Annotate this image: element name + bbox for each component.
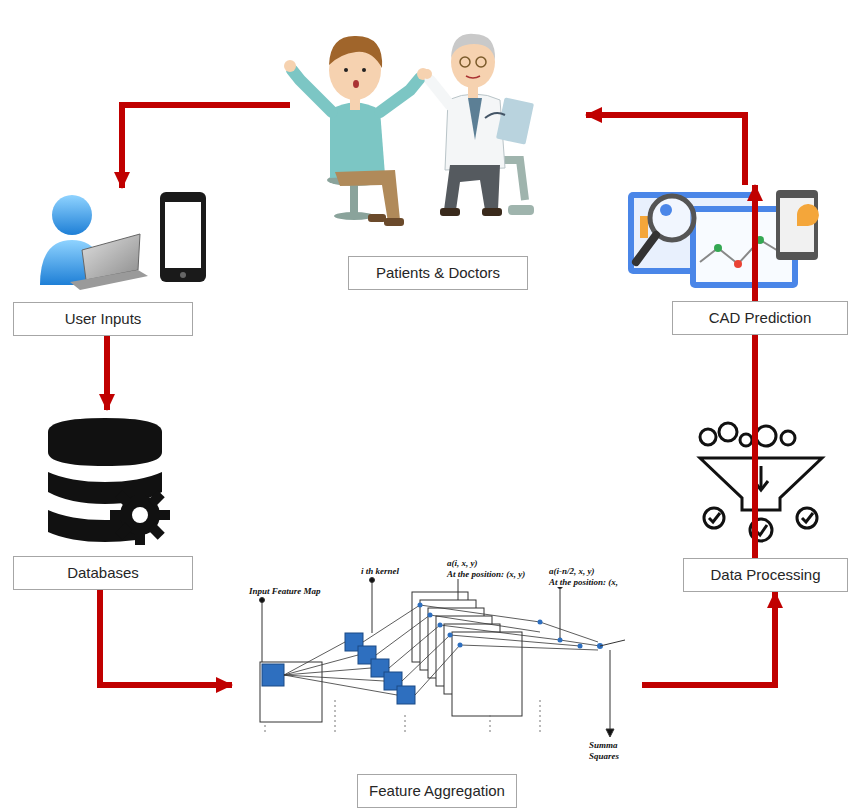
stage-label: CAD Prediction: [709, 309, 812, 326]
stage-label: Data Processing: [710, 566, 820, 583]
flow-arrow: [586, 115, 745, 185]
stage-label-box: User Inputs: [13, 302, 193, 336]
figure-annotation: At the position: (x, y): [446, 569, 526, 579]
stage-label: User Inputs: [65, 310, 142, 327]
labelled-stage: Patients & Doctors: [290, 10, 586, 290]
figure-annotation: At the position: (x,: [548, 577, 619, 587]
flow-arrow: [104, 336, 110, 410]
stage-label-box: Feature Aggregation: [357, 774, 517, 808]
figure-annotation: a(i, x, y): [446, 558, 479, 568]
flow-arrow: [642, 592, 775, 685]
analytics-chart-icon: [628, 190, 819, 288]
figure-annotation: Summa: [588, 740, 619, 750]
stage-label-box: Patients & Doctors: [348, 256, 528, 290]
labelled-stage: User Inputs: [12, 188, 194, 336]
patient-doctor-illustration: [284, 34, 534, 226]
stage-label: Patients & Doctors: [376, 264, 500, 281]
user-laptop-phone-icon: [40, 192, 206, 290]
figure-annotation: a(i-n/2, x, y): [548, 566, 596, 576]
cnn-kernel-figure: [260, 574, 626, 738]
stage-label-box: CAD Prediction: [672, 301, 848, 335]
labelled-stage: CAD Prediction: [620, 185, 848, 335]
flow-arrow: [122, 105, 290, 188]
filter-funnel-icon: [700, 423, 822, 541]
figure-annotation: i th kernel: [360, 566, 400, 576]
stage-label-box: Databases: [13, 556, 193, 590]
labelled-stage: Data Processing: [683, 420, 848, 592]
figure-annotation: Input Feature Map: [248, 586, 322, 596]
stage-label-box: Data Processing: [683, 558, 848, 592]
stage-label: Databases: [67, 564, 139, 581]
flow-arrow: [100, 590, 232, 685]
flow-arrow: [752, 185, 758, 592]
database-gear-icon: [48, 418, 170, 545]
labelled-stage: Databases: [12, 410, 194, 590]
figure-annotation: Squares: [588, 751, 620, 761]
stage-label: Feature Aggregation: [369, 782, 505, 799]
